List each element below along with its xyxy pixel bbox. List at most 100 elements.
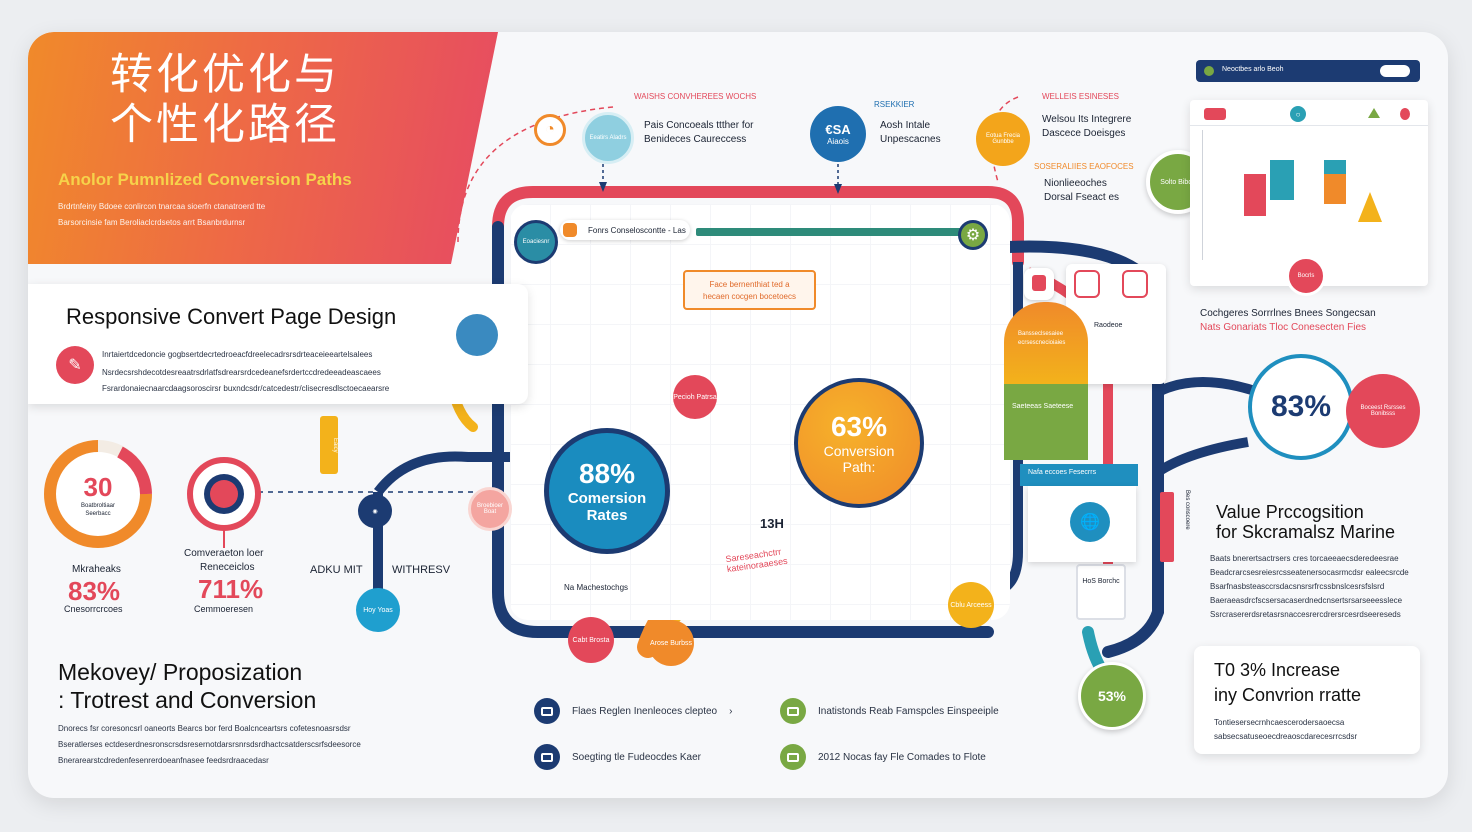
status-dot-icon — [1204, 66, 1214, 76]
vertical-red-tag — [1160, 492, 1174, 562]
increase-line2: iny Convrion rratte — [1214, 685, 1362, 705]
right-83-value: 83% — [1270, 390, 1332, 423]
green-shape: Saeteeas Saeteese — [1004, 384, 1088, 460]
callout1-bubble-label: Eeatirs Aladrs — [589, 135, 627, 141]
responsive-blue-dot — [456, 314, 498, 356]
warning-icon — [1368, 108, 1380, 118]
callout3-tag: WELLEIS ESINESES — [1042, 92, 1119, 101]
stat-right-label: Cemmoeresen — [194, 604, 254, 614]
legend-3-icon — [780, 698, 806, 724]
screen-header-label: Neoctbes arlo Beoh — [1222, 66, 1284, 73]
callout4-bubble-label: Solto Bibce — [1160, 178, 1196, 186]
path-node-red-label: Pecioh Patrsa — [673, 393, 717, 401]
green-shape-text: Saeteeas Saeteese — [1012, 403, 1074, 410]
small-node[interactable]: Hoy Yoas — [356, 588, 400, 632]
screen-header: Neoctbes arlo Beoh — [1196, 60, 1420, 82]
navy-node: ◉ — [358, 494, 392, 528]
small-node-label: Hoy Yoas — [363, 606, 393, 614]
diagram-arrow-label: Na Machestochgs — [564, 583, 629, 592]
conversion-path-label2: Path: — [842, 459, 876, 475]
value-line4: Baeraeasdrcfscsersacaserdnedcnsertsrsars… — [1210, 596, 1403, 605]
orange-node[interactable]: Arose Burbss — [648, 620, 694, 666]
callout2-line1: Aosh Intale — [880, 120, 931, 131]
responsive-icon: ✎ — [56, 346, 94, 384]
legend-2-label: Soegting tle Fudeocdes Kaer — [572, 751, 701, 763]
orange-box-line1: Face bernenthiat ted a — [709, 280, 790, 289]
legend-item-3[interactable]: Inatistonds Reab Famspcles Einspeeiple — [780, 698, 999, 724]
callout2-value: €SA — [825, 122, 851, 137]
lock-icon[interactable] — [1024, 268, 1054, 300]
callout2-line2: Unpescacnes — [880, 134, 941, 145]
mid-card-icon-2 — [1122, 270, 1148, 298]
chart-bar-2 — [1270, 160, 1294, 200]
label-add: ADKU MIT — [310, 564, 363, 576]
callout4-tag: SOSERALIIES EAOFOCES — [1034, 162, 1134, 171]
diagram-value-label: 13H — [760, 516, 784, 531]
chart-axis — [1202, 130, 1203, 260]
right-caption1: Cochgeres Sorrrlnes Bnees Songecsan — [1200, 308, 1376, 319]
stat-left-label: Cnesorrcrcoes — [64, 604, 123, 614]
callout3-bubble: Eotua Frecia Gunbbe — [976, 112, 1030, 166]
globe-card: 🌐 — [1028, 486, 1136, 562]
responsive-panel: Responsive Convert Page Design ✎ Inrtaie… — [28, 284, 528, 404]
hero-banner — [28, 32, 498, 264]
stat-left-pct: 83% — [68, 576, 121, 606]
chart-bar-1 — [1244, 174, 1266, 216]
hero-note1: Brdrtnfeiny Bdoee conlircon tnarcaa sioe… — [58, 202, 266, 211]
callout3-line2: Dascece Doeisges — [1042, 128, 1126, 139]
screen-circle-icon[interactable]: ○ — [1290, 106, 1306, 122]
yellow-node-label: Cblu Arceess — [950, 601, 992, 609]
mid-card-badge: Raodeoe — [1094, 322, 1123, 329]
callout1-line1: Pais Concoeals ttther for — [644, 120, 754, 131]
legend-1-label: Flaes Reglen Inenleoces clepteo — [572, 705, 718, 717]
conversion-path-value: 63% — [830, 411, 888, 442]
gear-icon[interactable]: ⚙ — [958, 220, 988, 250]
pink-node[interactable]: Broebioer Boat — [468, 487, 512, 531]
stat-right-caption1: Comveraeton loer — [184, 548, 264, 559]
diagram-tab-label: Fonrs Conseloscontte - Las — [588, 225, 686, 235]
toggle-switch[interactable] — [1380, 65, 1410, 77]
callout2-tag: RSEKKIER — [874, 100, 915, 109]
right-caption2: Nats Gonariats Tloc Conesecten Fies — [1200, 322, 1367, 333]
chevron-right-icon: › — [729, 705, 733, 717]
bottom-left-line1: Dnorecs fsr coresoncsrl oaneorts Bearcs … — [58, 724, 351, 733]
diagram-progress-bar — [696, 228, 986, 236]
conversion-path-bubble: 63% Conversion Path: — [794, 378, 924, 508]
bottom-left-line3: Bnerarearstcdredenfesenrerdoeanfnasee fe… — [58, 756, 269, 765]
callout4-line2: Dorsal Fseact es — [1044, 192, 1120, 203]
green-pct-bubble: 53% — [1078, 662, 1146, 730]
globe-icon: 🌐 — [1070, 502, 1110, 542]
dark-node-card: HoS Borchc — [1076, 564, 1126, 620]
ring-value: 30 — [83, 472, 113, 502]
orange-shape-text2: ecrsescnecioiaies — [1018, 340, 1066, 346]
dark-node-label: HoS Borchc — [1082, 578, 1120, 585]
screen-red-node: Bocrls — [1286, 256, 1326, 296]
badge-left-label: Eoaciesnr — [522, 239, 550, 245]
callout1-icon: ◔ — [534, 114, 566, 146]
yellow-node[interactable]: Cblu Arceess — [948, 582, 994, 628]
increase-box: T0 3% Increase iny Convrion rratte Tonti… — [1194, 646, 1420, 754]
bottom-left-heading2: : Trotrest and Conversion — [58, 687, 317, 713]
diagram-tab[interactable]: Fonrs Conseloscontte - Las — [560, 220, 690, 240]
tab-icon — [563, 223, 577, 237]
value-heading: Value Prccogsition for Skcramalsz Marine — [1216, 502, 1395, 542]
screen-red-node-label: Bocrls — [1297, 273, 1315, 279]
legend-item-4[interactable]: 2012 Nocas fay Fle Comades to Flote — [780, 744, 986, 770]
legend-1-icon — [534, 698, 560, 724]
hero-note2: Barsorcinsie fam Beroliaclcrdsetos arrt … — [58, 218, 246, 227]
callout1-tag: WAISHS CONVHEREES WOCHS — [634, 92, 757, 101]
responsive-line1: Inrtaiertdcedoncie gogbsertdecrtedroeacf… — [102, 350, 373, 359]
conversion-rate-label2: Rates — [586, 507, 628, 524]
pink-node-label: Broebioer Boat — [476, 503, 503, 515]
legend-4-icon — [780, 744, 806, 770]
legend-item-2[interactable]: Soegting tle Fudeocdes Kaer — [534, 744, 701, 770]
legend-4-label: 2012 Nocas fay Fle Comades to Flote — [818, 751, 986, 763]
path-node-red[interactable]: Pecioh Patrsa — [673, 375, 717, 419]
stat-right-caption2: Reneceiclos — [200, 562, 255, 573]
legend-item-1[interactable]: Flaes Reglen Inenleoces clepteo › — [534, 698, 732, 724]
screen-panel: ○ — [1190, 100, 1428, 286]
right-red-bubble-label: Boceest Rsrsses Bonibsss — [1360, 405, 1406, 417]
red-node[interactable]: Cabt Brosta — [568, 617, 614, 663]
chart-bar-4 — [1324, 174, 1346, 204]
callout3-line1: Welsou Its Integrere — [1042, 114, 1132, 125]
